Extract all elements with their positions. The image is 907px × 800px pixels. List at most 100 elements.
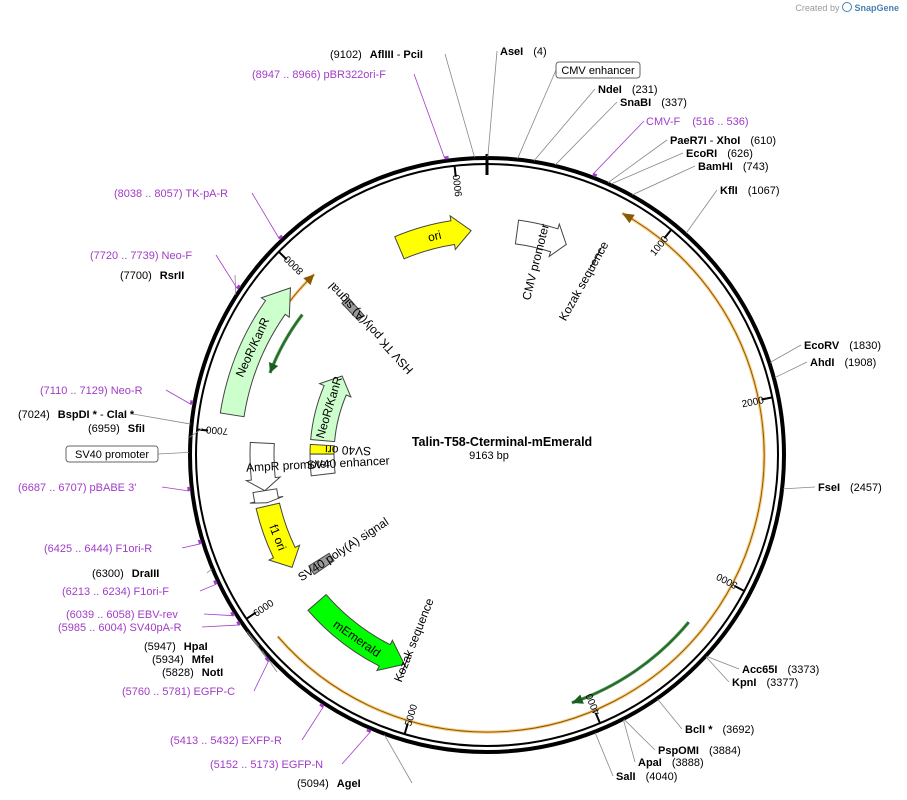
pspomi-name: PspOMI xyxy=(658,745,699,757)
site-draiii[interactable]: (6300)DraIII xyxy=(92,568,212,580)
credit-prefix: Created by xyxy=(795,3,840,13)
bamhi-name: BamHI xyxy=(698,161,733,173)
primer-tk-pa-r[interactable]: (8038 .. 8057) TK-pA-R xyxy=(114,188,284,240)
primer-egfp-c[interactable]: (5760 .. 5781) EGFP-C xyxy=(122,656,270,698)
primer-f1ori-f[interactable]: (6213 .. 6234) F1ori-F xyxy=(62,579,218,598)
feature-kozak-2[interactable]: Kozak sequence xyxy=(391,596,437,684)
primer-neo-r[interactable]: (7110 .. 7129) Neo-R xyxy=(40,385,194,405)
f1ori-r-label-text: (6425 .. 6444) F1ori-R xyxy=(44,543,152,555)
primer-layer: (8947 .. 8966) pBR322ori-F CMV-F(516 .. 5… xyxy=(18,69,749,771)
cmv-f-pos: (516 .. 536) xyxy=(692,116,748,128)
primer-ebv-rev[interactable]: (6039 .. 6058) EBV-rev xyxy=(66,609,235,621)
site-bamhi[interactable]: BamHI (743) xyxy=(632,161,769,196)
tick-label-2000: 2000 xyxy=(741,395,765,410)
site-bcli[interactable]: BclI *(3692) xyxy=(657,699,755,736)
plasmid-name: Talin-T58-Cterminal-mEmerald xyxy=(412,435,592,449)
feature-memerald[interactable]: mEmerald xyxy=(307,593,406,672)
site-sfii[interactable]: (6959)SfiI xyxy=(88,423,204,438)
primer-neo-f[interactable]: (7720 .. 7739) Neo-F xyxy=(90,250,241,290)
site-agei[interactable]: (5094) AgeI xyxy=(297,734,413,790)
f1ori-r-marker xyxy=(197,539,202,545)
f1ori-r-label: (6425 .. 6444) F1ori-R xyxy=(44,543,152,555)
agei-name: AgeI xyxy=(337,778,361,790)
site-ndei[interactable]: NdeI(231) xyxy=(533,84,658,161)
feature-neo-kanr-inner[interactable]: NeoR/KanR xyxy=(310,374,352,443)
feature-sv40-ori[interactable]: SV40 ori xyxy=(309,443,371,459)
snabi-pos: (337) xyxy=(661,97,687,109)
egfp-c-leader xyxy=(253,660,270,692)
feature-sv40-enhancer[interactable]: SV40 enhancer xyxy=(307,454,390,477)
feature-cmv-promoter[interactable]: CMV promoter xyxy=(514,219,567,302)
cmv-f-marker xyxy=(592,172,598,178)
site-apai[interactable]: ApaI(3888) xyxy=(623,719,704,769)
noti-name: NotI xyxy=(202,667,223,679)
site-mfei[interactable]: (5934)MfeI xyxy=(152,633,268,666)
site-sali[interactable]: SalI(4040) xyxy=(594,732,677,783)
site-ecorv[interactable]: EcoRV(1830) xyxy=(770,340,881,363)
cmv-enhancer-leader xyxy=(517,69,557,159)
bamhi-pos: (743) xyxy=(743,161,769,173)
ebv-rev-marker xyxy=(230,611,235,617)
hsv-tk-polya-label: HSV TK poly(A) signal xyxy=(325,280,416,377)
tick-label-9000: 9000 xyxy=(452,173,465,197)
site-ecori[interactable]: EcoRI(626) xyxy=(610,148,753,185)
boxed-sv40-promoter[interactable]: SV40 promoter xyxy=(65,445,190,463)
orf-outer-left-arrowhead xyxy=(303,274,315,286)
site-paer7i[interactable]: PaeR7I - XhoI(610) xyxy=(607,135,776,184)
feature-hsv-tk-polya[interactable]: HSV TK poly(A) signal xyxy=(325,280,416,377)
apai-pos: (3888) xyxy=(672,757,704,769)
sv40-polya-shape xyxy=(308,552,335,576)
site-kpni[interactable]: KpnI(3377) xyxy=(705,656,798,689)
acc65i-name: Acc65I xyxy=(742,664,777,676)
primer-exfp-r[interactable]: (5413 .. 5432) EXFP-R xyxy=(170,703,325,747)
primer-pbr322ori-f[interactable]: (8947 .. 8966) pBR322ori-F xyxy=(252,69,449,160)
primer-sv40pa-r[interactable]: (5985 .. 6004) SV40pA-R xyxy=(58,620,242,634)
primer-pbabe-3[interactable]: (6687 .. 6707) pBABE 3' xyxy=(18,482,191,494)
tick-mark-2000 xyxy=(761,396,773,401)
neo-f-label-text: (7720 .. 7739) Neo-F xyxy=(90,250,192,262)
neo-f-marker xyxy=(236,284,241,290)
feature-neo-kanr-outer[interactable]: NeoR/KanR xyxy=(219,287,291,418)
feature-kozak-1[interactable]: Kozak sequence xyxy=(556,239,612,324)
sv40pa-r-marker xyxy=(236,620,242,626)
paer7i-leader xyxy=(607,139,668,184)
orf-green-right-arrowhead xyxy=(571,694,584,704)
site-afliii[interactable]: (9102)AflIII - PciI xyxy=(330,49,475,158)
site-asei[interactable]: AseI(4) xyxy=(487,46,547,158)
cmv-enhancer-box xyxy=(555,61,641,79)
tick-label-7000: 7000 xyxy=(205,423,229,436)
site-pspomi[interactable]: PspOMI(3884) xyxy=(623,719,741,757)
neo-r-label-text: (7110 .. 7129) Neo-R xyxy=(40,385,143,397)
egfp-n-label: (5152 .. 5173) EGFP-N xyxy=(210,759,323,771)
ecorv-text: EcoRV(1830) xyxy=(804,340,881,352)
ndei-name: NdeI xyxy=(598,84,622,96)
tick-mark-7000 xyxy=(197,428,209,432)
site-hpai[interactable]: (5947)HpaI xyxy=(144,631,260,653)
site-fsei[interactable]: FseI(2457) xyxy=(783,482,882,494)
feature-unnamed-arrow[interactable] xyxy=(249,488,284,504)
site-snabi[interactable]: SnaBI(337) xyxy=(554,97,687,166)
site-acc65i[interactable]: Acc65I(3373) xyxy=(706,656,820,676)
feature-ampr-promoter[interactable]: AmpR promoter xyxy=(244,441,331,492)
site-kfli[interactable]: KflI(1067) xyxy=(685,185,780,234)
feature-ori[interactable]: ori xyxy=(394,214,472,260)
kozak-2-label: Kozak sequence xyxy=(391,596,437,684)
site-ahdi[interactable]: AhdI(1908) xyxy=(774,357,876,379)
boxed-cmv-enhancer[interactable]: CMV enhancer xyxy=(517,61,641,159)
site-noti[interactable]: (5828)NotI xyxy=(162,650,278,679)
feature-f1-ori[interactable]: f1 ori xyxy=(255,502,301,568)
neo-kanr-inner-shape xyxy=(310,375,352,443)
tick-label-6000: 6000 xyxy=(252,598,277,620)
feature-sv40-polya[interactable]: SV40 poly(A) signal xyxy=(295,515,391,585)
site-bspdi[interactable]: (7024)BspDI * - ClaI * xyxy=(18,409,191,425)
agei-pos: (5094) xyxy=(297,778,329,790)
primer-f1ori-r[interactable]: (6425 .. 6444) F1ori-R xyxy=(44,539,202,555)
site-rsrii[interactable]: (7700)RsrII xyxy=(120,270,237,295)
kozak-1-label: Kozak sequence xyxy=(556,239,612,324)
primer-cmv-f[interactable]: CMV-F(516 .. 536) xyxy=(592,116,749,178)
snabi-leader xyxy=(554,101,618,166)
f1ori-f-label-text: (6213 .. 6234) F1ori-F xyxy=(62,586,169,598)
primer-egfp-n[interactable]: (5152 .. 5173) EGFP-N xyxy=(210,728,372,771)
